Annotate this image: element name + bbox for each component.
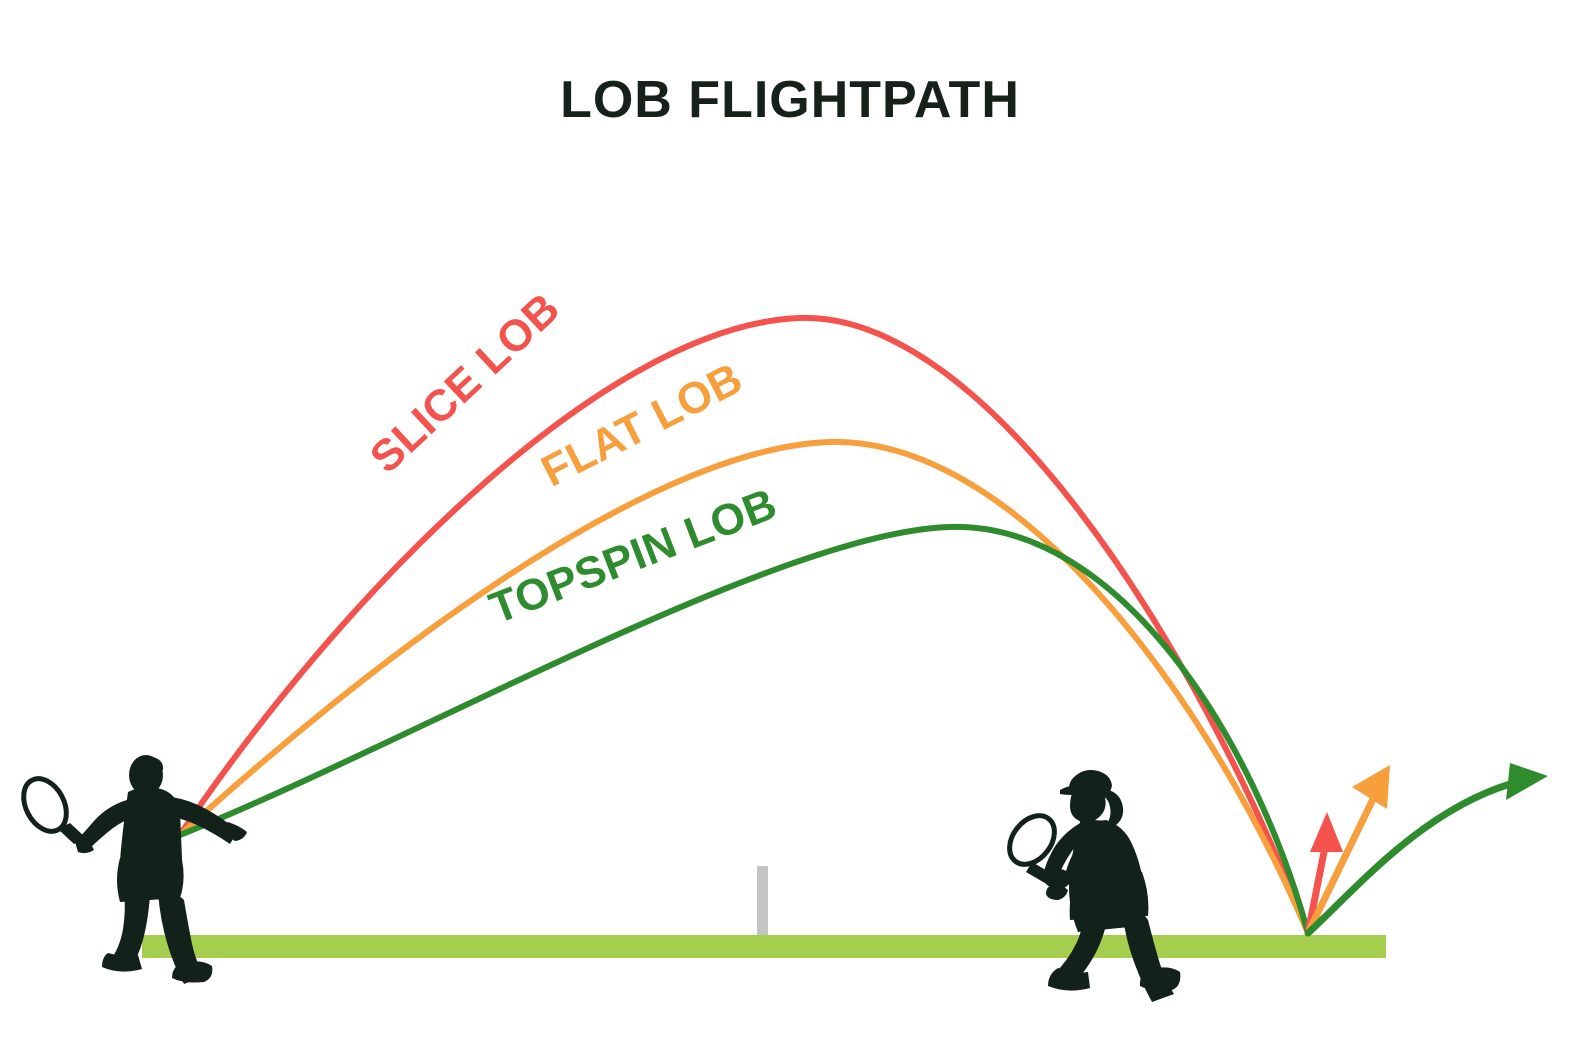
topspin-lob-curve — [177, 523, 1311, 936]
flat-rebound-arrow — [1304, 765, 1390, 937]
hitting-player-silhouette — [21, 755, 247, 984]
flat-lob-curve — [177, 438, 1311, 936]
topspin-rebound-arrow — [1304, 763, 1548, 937]
court-surface — [142, 935, 1386, 958]
receiving-player-silhouette — [1007, 770, 1181, 1002]
net-post — [757, 866, 768, 935]
page-title: LOB FLIGHTPATH — [560, 71, 1020, 129]
slice-rebound-arrow — [1304, 812, 1343, 937]
slice-lob-curve — [177, 314, 1311, 936]
